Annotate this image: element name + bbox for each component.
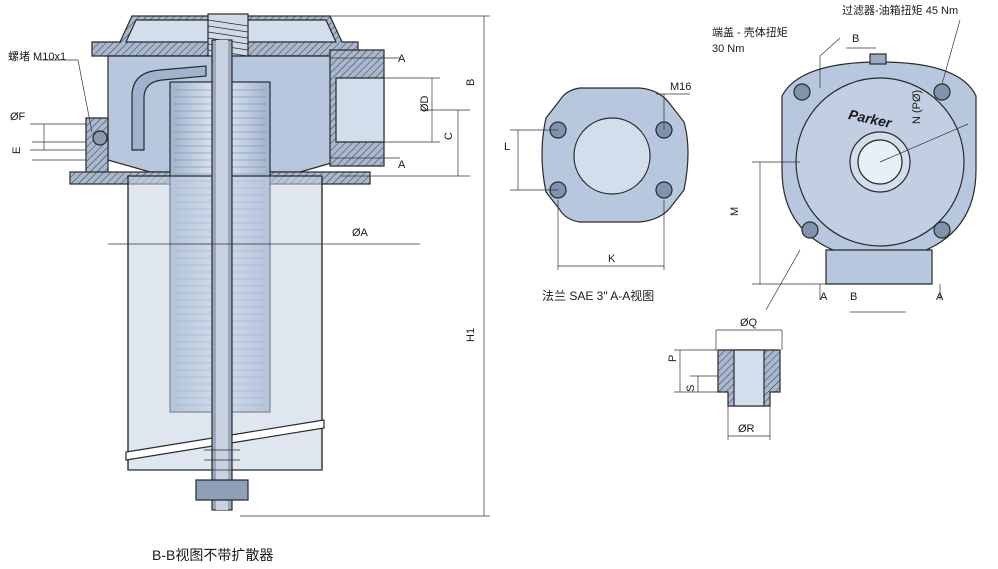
label-plug: 螺堵 M10x1	[8, 49, 66, 63]
label-b-bottom: B	[850, 291, 857, 303]
label-dia-f: ØF	[10, 111, 26, 123]
cover-bolt	[933, 83, 951, 101]
label-e: E	[11, 147, 23, 154]
label-dia-r: ØR	[738, 423, 755, 435]
label-tank-torque: 过滤器-油箱扭矩 45 Nm	[842, 3, 958, 17]
label-a-right: A	[936, 291, 944, 303]
label-n-pd: N (PØ)	[911, 90, 923, 124]
label-l: L	[504, 141, 510, 153]
label-b-top: B	[852, 33, 859, 45]
bottom-nut	[195, 479, 249, 501]
label-s: S	[685, 385, 697, 392]
label-dia-a: ØA	[352, 227, 369, 239]
caption-section-view: B-B视图不带扩散器	[152, 547, 273, 563]
plug-screw	[92, 130, 108, 146]
label-p: P	[667, 355, 679, 362]
label-k: K	[608, 253, 616, 265]
detail-insert: ØQ P S ØR	[667, 317, 783, 440]
label-dia-d: ØD	[419, 95, 431, 112]
top-view: Parker 端盖 - 壳体扭矩 30 Nm 过滤器-油箱扭矩 45 Nm B …	[712, 3, 977, 313]
section-view: 螺堵 M10x1 ØF E A ØD C B A ØA H1 B-B视图不带扩散…	[8, 13, 490, 563]
label-dia-q: ØQ	[740, 317, 758, 329]
flange-bore	[573, 117, 651, 195]
section-dimensions	[30, 15, 490, 517]
label-a-bottom: A	[398, 159, 406, 171]
label-c: C	[443, 132, 455, 140]
label-m: M	[729, 207, 741, 216]
flange-view: M16 L K 法兰 SAE 3" A-A视图	[504, 81, 691, 303]
label-b-right: B	[465, 79, 477, 86]
label-m16: M16	[670, 81, 691, 93]
label-a-top: A	[398, 53, 406, 65]
flange-bolt-hole	[655, 181, 673, 199]
cover-bolt	[801, 221, 819, 239]
label-a-left: A	[820, 291, 828, 303]
cover-bolt	[793, 83, 811, 101]
caption-flange-view: 法兰 SAE 3" A-A视图	[542, 288, 654, 303]
label-cover-torque: 端盖 - 壳体扭矩	[712, 25, 788, 39]
cover-bolt	[933, 221, 951, 239]
label-h1: H1	[465, 328, 477, 342]
label-cover-torque-value: 30 Nm	[712, 43, 744, 55]
